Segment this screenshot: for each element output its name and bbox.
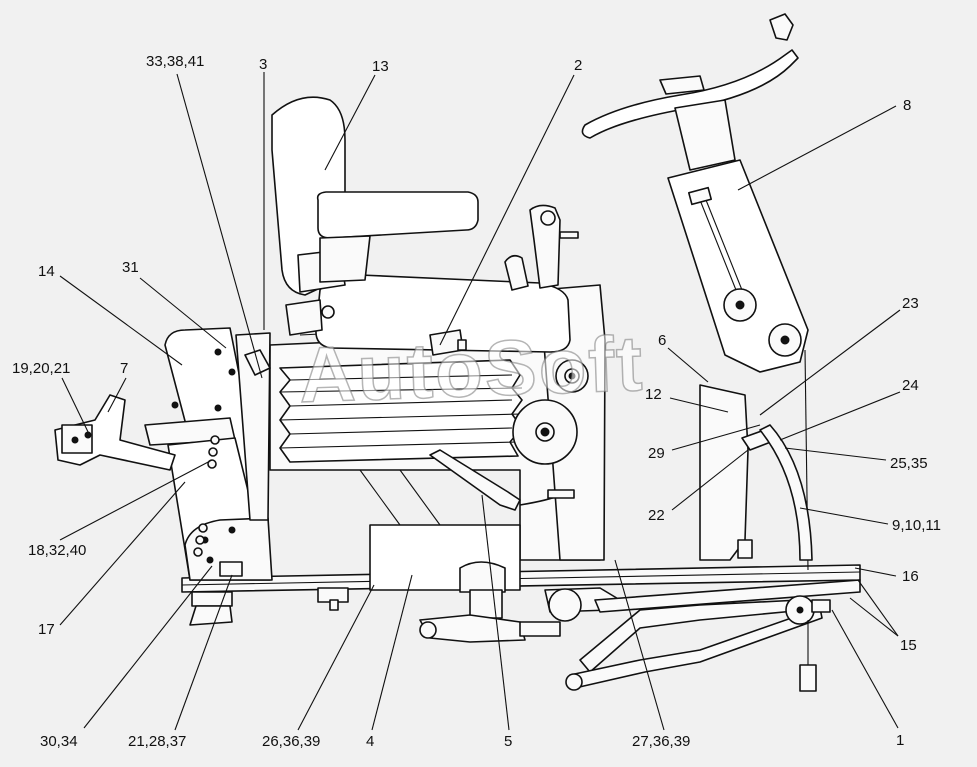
suspension-bellows <box>279 359 589 465</box>
callout-23: 23 <box>902 295 919 312</box>
callout-26-36-39: 26,36,39 <box>262 733 320 750</box>
callout-21-28-37: 21,28,37 <box>128 733 186 750</box>
steering-assembly <box>581 13 809 373</box>
armrest <box>316 191 479 283</box>
callout-22: 22 <box>648 507 665 524</box>
callout-3: 3 <box>259 56 267 73</box>
callout-33-38-41: 33,38,41 <box>146 53 204 70</box>
callout-5: 5 <box>504 733 512 750</box>
callout-30-34: 30,34 <box>40 733 78 750</box>
callout-18-32-40: 18,32,40 <box>28 542 86 559</box>
right-side-panel <box>699 349 813 571</box>
assembly-drawing: AutoSoft <box>54 13 861 692</box>
under-platform-mechanism <box>359 449 861 692</box>
callout-9-10-11: 9,10,11 <box>892 517 941 534</box>
left-bracket-frame <box>54 327 273 581</box>
callout-4: 4 <box>366 733 374 750</box>
watermark: AutoSoft <box>298 319 646 419</box>
callout-7: 7 <box>120 360 128 377</box>
floor-platform <box>181 564 861 626</box>
callout-labels: 33,38,41 3 13 2 8 14 31 19,20,21 7 23 6 … <box>12 53 941 750</box>
callout-8: 8 <box>903 97 911 114</box>
leader-lines <box>59 72 901 731</box>
callout-27-36-39: 27,36,39 <box>632 733 690 750</box>
callout-14: 14 <box>38 263 55 280</box>
callout-13: 13 <box>372 58 389 75</box>
callout-15: 15 <box>900 637 917 654</box>
callout-24: 24 <box>902 377 919 394</box>
callout-19-20-21: 19,20,21 <box>12 360 70 377</box>
adjustment-levers <box>504 204 579 291</box>
callout-12: 12 <box>645 386 662 403</box>
adjuster-chain <box>193 435 220 557</box>
callout-31: 31 <box>122 259 139 276</box>
callout-1: 1 <box>896 732 904 749</box>
callout-6: 6 <box>658 332 666 349</box>
callout-25-35: 25,35 <box>890 455 928 472</box>
callout-2: 2 <box>574 57 582 74</box>
callout-16: 16 <box>902 568 919 585</box>
callout-17: 17 <box>38 621 55 638</box>
callout-29: 29 <box>648 445 665 462</box>
